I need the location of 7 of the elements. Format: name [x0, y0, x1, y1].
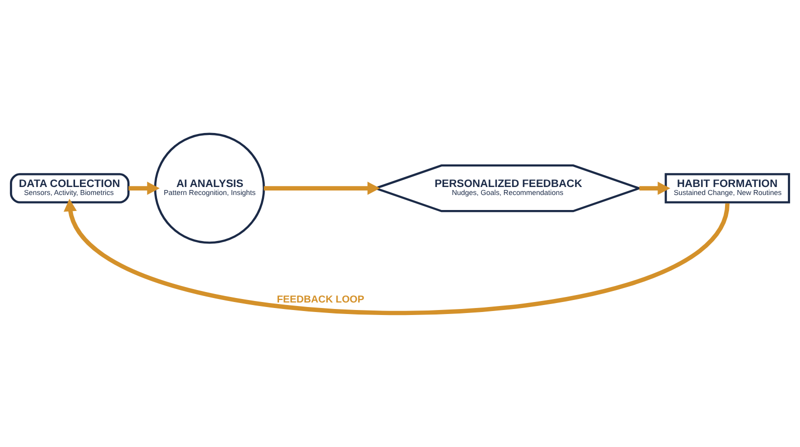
edge-label: FEEDBACK LOOP — [276, 294, 364, 306]
node-box: HABIT FORMATION Sustained Change, New Routines — [664, 173, 790, 204]
arrow — [639, 182, 670, 195]
arrow — [128, 182, 160, 195]
node-circle: AI ANALYSIS Pattern Recognition, Insights — [154, 132, 265, 244]
arrow — [264, 182, 380, 195]
node-box: DATA COLLECTION Sensors, Activity, Biometrics — [10, 173, 130, 204]
